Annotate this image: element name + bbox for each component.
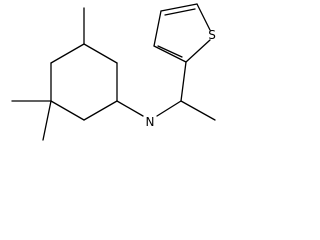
bond-ring-c5-c6 bbox=[50, 100, 85, 121]
bond-gem-methyl-down bbox=[42, 100, 52, 141]
nitrogen-label: N bbox=[146, 115, 155, 129]
bond-ch-methyl bbox=[180, 100, 216, 121]
amine-linkage bbox=[116, 61, 216, 121]
bond-thio-c2-c3 bbox=[153, 45, 187, 63]
bond-thio-c2-c3-double bbox=[157, 45, 183, 58]
cyclohexane-ring bbox=[50, 43, 118, 121]
bond-thio-c4-c5-double bbox=[164, 8, 196, 16]
bond-ring-c3-c4 bbox=[50, 43, 85, 64]
thiophene-ring bbox=[153, 3, 211, 63]
bond-ring-c6-c1 bbox=[83, 100, 118, 121]
bond-ch-to-thiophene bbox=[180, 61, 187, 102]
bond-thio-c5-s bbox=[196, 3, 211, 31]
bond-n-to-ch bbox=[156, 100, 182, 117]
bond-thio-c4-c5 bbox=[160, 3, 198, 12]
atom-labels: N S bbox=[146, 28, 216, 129]
sulfur-label: S bbox=[208, 28, 216, 42]
bond-ring-to-n bbox=[116, 100, 144, 117]
bond-thio-c3-c4 bbox=[153, 10, 162, 47]
methyl-groups bbox=[11, 7, 85, 141]
bond-ring-c2-c3 bbox=[83, 43, 118, 64]
bond-thio-s-c2 bbox=[185, 39, 211, 63]
molecule-diagram: N S bbox=[11, 3, 216, 141]
